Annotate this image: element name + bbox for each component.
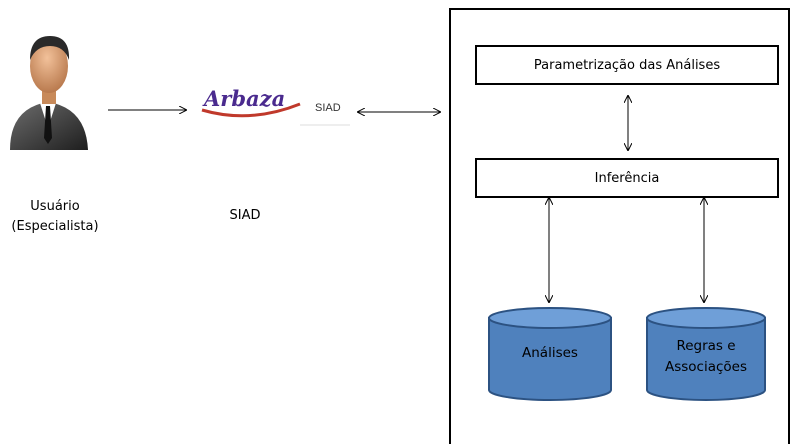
- box-inferencia-label: Inferência: [594, 170, 660, 186]
- user-icon: [10, 36, 88, 150]
- db-regras-cylinder: [646, 307, 766, 401]
- box-parametrizacao: Parametrização das Análises: [475, 45, 779, 85]
- db-analises-cylinder: [488, 307, 612, 401]
- siad-caption: SIAD: [229, 208, 261, 223]
- user-label-line2: (Especialista): [11, 219, 99, 234]
- box-inferencia: Inferência: [475, 158, 779, 198]
- db-analises-label: Análises: [522, 345, 578, 361]
- db-regras-label: Regras e Associações: [647, 336, 765, 378]
- db-regras-label-line1: Regras e: [676, 338, 736, 354]
- box-parametrizacao-label: Parametrização das Análises: [533, 57, 721, 73]
- system-container: [449, 8, 790, 444]
- user-label: Usuário (Especialista): [0, 197, 110, 237]
- db-regras-label-line2: Associações: [664, 359, 748, 375]
- arbaza-logo: Arbaza: [204, 86, 286, 111]
- logo-swoosh: [201, 102, 301, 118]
- logo-siad-tag: SIAD: [315, 102, 341, 114]
- user-label-line1: Usuário: [30, 199, 80, 214]
